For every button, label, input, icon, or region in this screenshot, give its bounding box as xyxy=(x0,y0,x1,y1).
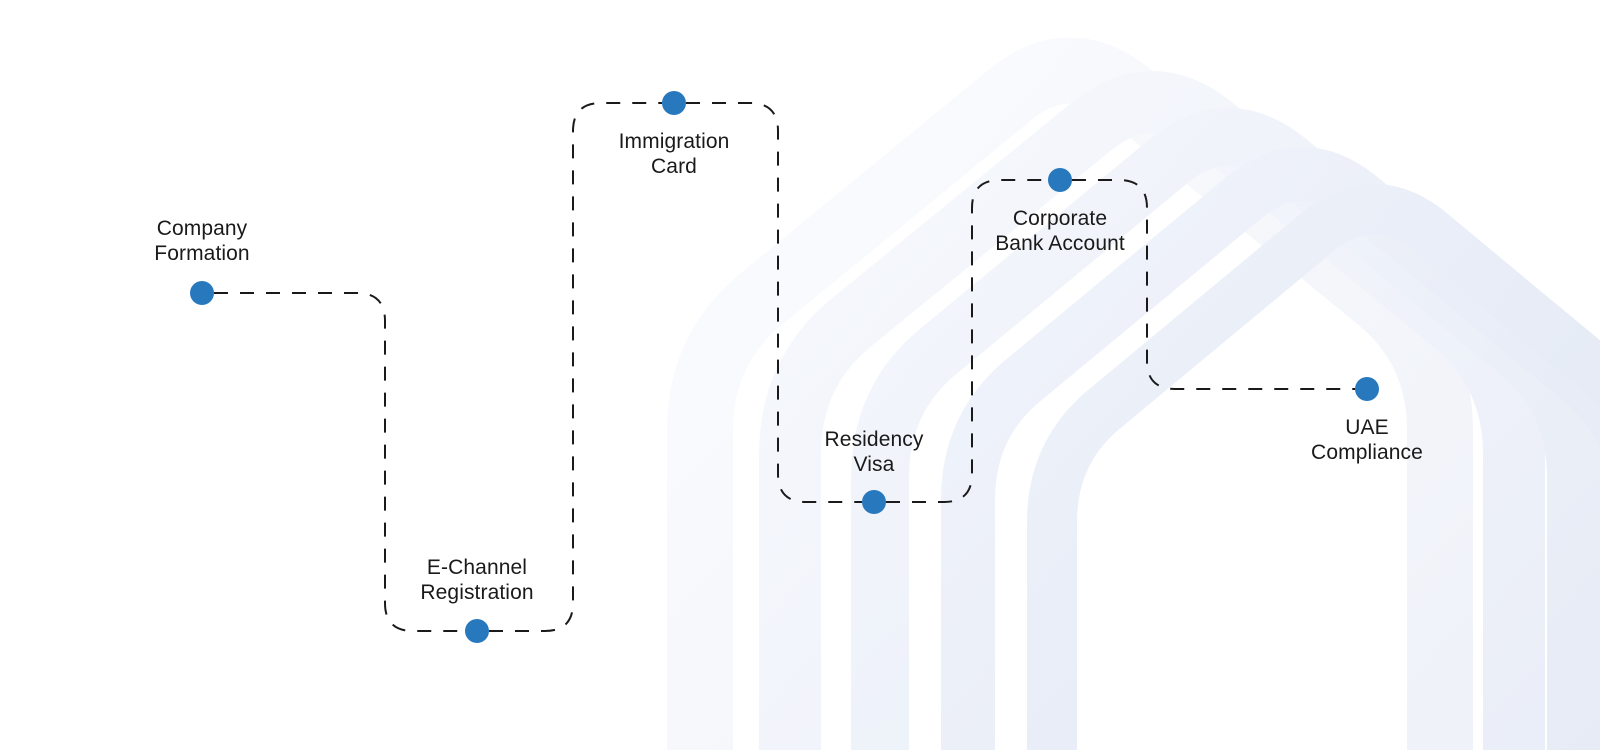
step-label-residency-visa: Residency Visa xyxy=(824,428,924,476)
node-dot-group xyxy=(190,91,1379,643)
node-dot-corporate-bank-account[interactable] xyxy=(1048,168,1072,192)
node-dot-residency-visa[interactable] xyxy=(862,490,886,514)
node-dot-e-channel-registration[interactable] xyxy=(465,619,489,643)
step-label-company-formation: Company Formation xyxy=(154,217,250,265)
chevron-band-4 xyxy=(941,147,1600,750)
connector-company-formation-to-e-channel-registration xyxy=(214,292,465,632)
step-label-corporate-bank-account: Corporate Bank Account xyxy=(995,207,1125,255)
chevron-band-5 xyxy=(1027,184,1600,750)
chevron-band-3 xyxy=(851,108,1600,750)
chevron-band-2 xyxy=(759,71,1545,750)
connector-residency-visa-to-corporate-bank-account xyxy=(886,179,1048,503)
node-dot-company-formation[interactable] xyxy=(190,281,214,305)
chevron-band-1 xyxy=(667,37,1473,750)
step-label-immigration-card: Immigration Card xyxy=(618,130,730,178)
connector-e-channel-registration-to-immigration-card xyxy=(489,102,662,632)
step-label-uae-compliance: UAE Compliance xyxy=(1311,416,1423,464)
node-dot-immigration-card[interactable] xyxy=(662,91,686,115)
step-label-e-channel-registration: E-Channel Registration xyxy=(420,556,534,604)
node-dot-uae-compliance[interactable] xyxy=(1355,377,1379,401)
connector-corporate-bank-account-to-uae-compliance xyxy=(1072,179,1355,390)
